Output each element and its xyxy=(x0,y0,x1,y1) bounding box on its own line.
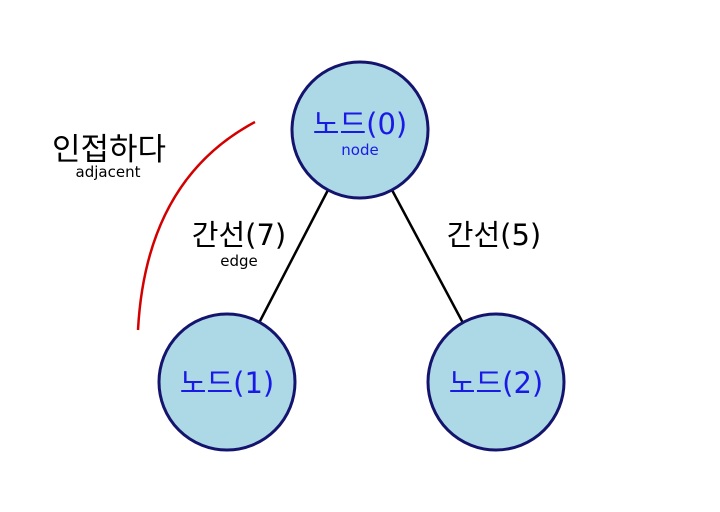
node-2-label: 노드(2) xyxy=(449,366,543,400)
edge-label-0-1: 간선(7) xyxy=(192,218,286,252)
node-2-circle xyxy=(426,312,566,452)
node-1-label: 노드(1) xyxy=(180,366,274,400)
node-2: 노드(2) xyxy=(426,312,566,452)
adjacent-sublabel: adjacent xyxy=(76,163,141,181)
node-0-sublabel: node xyxy=(341,141,378,159)
adjacent-arc xyxy=(136,120,256,331)
edge-0-2 xyxy=(390,189,465,324)
edge-label-0-2: 간선(5) xyxy=(447,218,541,252)
node-0-label: 노드(0) xyxy=(313,107,407,141)
edge-0-1 xyxy=(257,189,330,324)
node-1: 노드(1) xyxy=(157,312,297,452)
node-0-circle xyxy=(290,60,430,200)
node-1-circle xyxy=(157,312,297,452)
node-0: 노드(0) node xyxy=(290,60,430,200)
edge-sublabel-0-1: edge xyxy=(220,252,258,270)
adjacent-label: 인접하다 xyxy=(52,132,166,168)
